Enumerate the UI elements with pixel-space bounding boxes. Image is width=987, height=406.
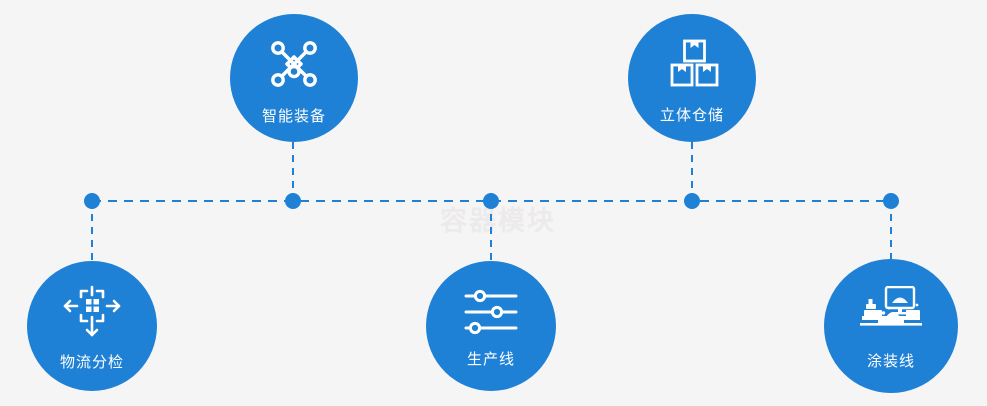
node-production-line[interactable]: 生产线 bbox=[426, 261, 556, 391]
factory-machine-icon bbox=[858, 285, 924, 338]
sorting-arrows-icon bbox=[63, 285, 121, 339]
node-label: 立体仓储 bbox=[659, 105, 724, 124]
node-label: 智能装备 bbox=[261, 106, 326, 125]
watermark-text: 容器模块 bbox=[440, 206, 556, 237]
node-label: 涂装线 bbox=[866, 351, 915, 370]
sliders-icon bbox=[463, 288, 519, 336]
node-painting-line[interactable]: 涂装线 bbox=[824, 259, 958, 393]
junction-dot-logistics-sorting[interactable] bbox=[84, 193, 100, 209]
node-label: 物流分检 bbox=[59, 352, 124, 371]
junction-dot-stereoscopic-warehouse[interactable] bbox=[684, 193, 700, 209]
node-intelligent-equipment[interactable]: 智能装备 bbox=[230, 14, 358, 142]
node-logistics-sorting[interactable]: 物流分检 bbox=[27, 261, 157, 391]
junction-dot-production-line[interactable] bbox=[483, 193, 499, 209]
stacked-boxes-icon bbox=[665, 38, 719, 90]
node-label: 生产线 bbox=[466, 349, 515, 368]
network-nodes-icon bbox=[267, 37, 321, 91]
junction-dot-intelligent-equipment[interactable] bbox=[285, 193, 301, 209]
node-stereoscopic-warehouse[interactable]: 立体仓储 bbox=[628, 14, 756, 142]
junction-dot-painting-line[interactable] bbox=[883, 193, 899, 209]
